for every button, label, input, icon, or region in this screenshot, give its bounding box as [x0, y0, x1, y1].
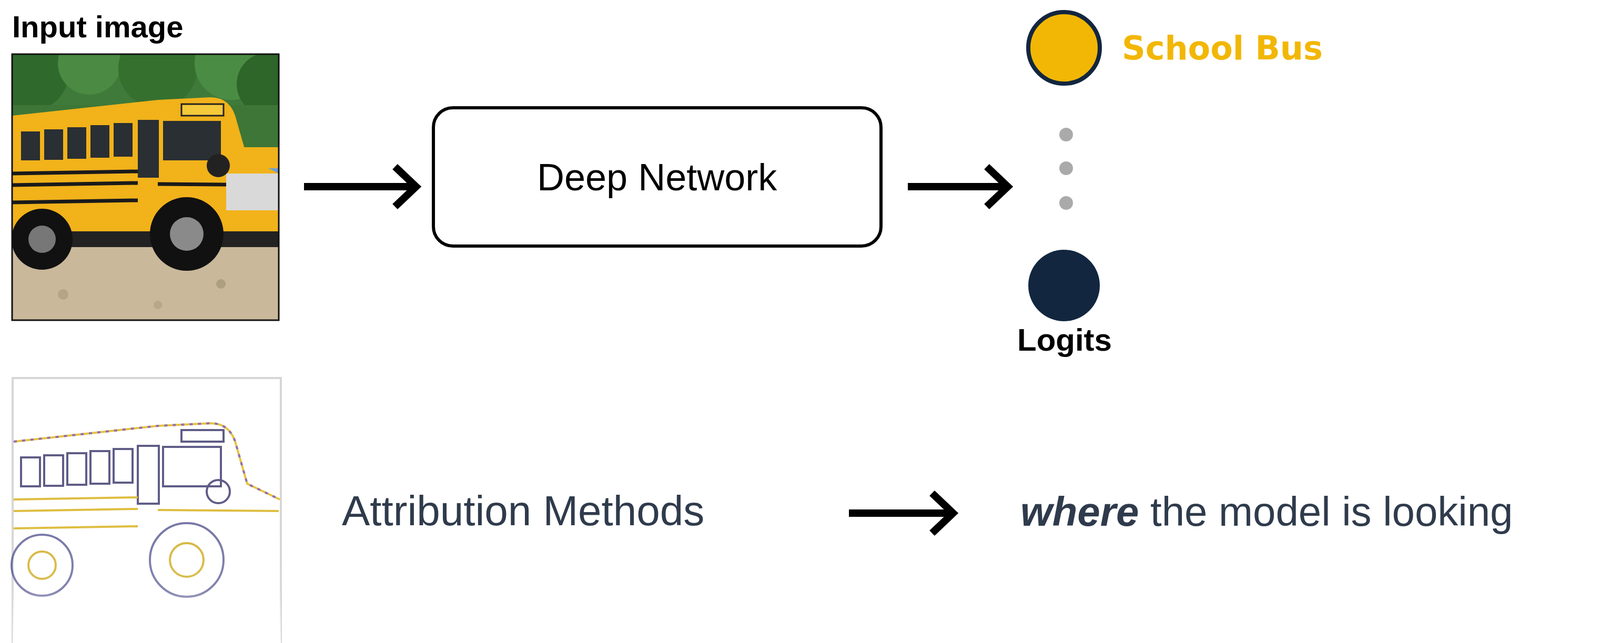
column-label: Logits	[1017, 321, 1112, 359]
class-label: School Bus	[1121, 28, 1323, 68]
image-title: Input image	[12, 8, 184, 45]
flow-arrow	[304, 166, 417, 207]
flow-arrow	[907, 166, 1008, 207]
emphasis-word: where	[1020, 488, 1139, 536]
process-box: Deep Network	[431, 106, 883, 248]
box-label: Deep Network	[537, 155, 777, 199]
logit-circle: School Bus	[1026, 9, 1102, 86]
result-label: the model is looking	[1150, 488, 1513, 536]
logits-column: School BusLogits	[1023, 7, 1106, 371]
method-label: Attribution Methods	[341, 487, 705, 536]
image-frame: Input image	[12, 54, 279, 321]
